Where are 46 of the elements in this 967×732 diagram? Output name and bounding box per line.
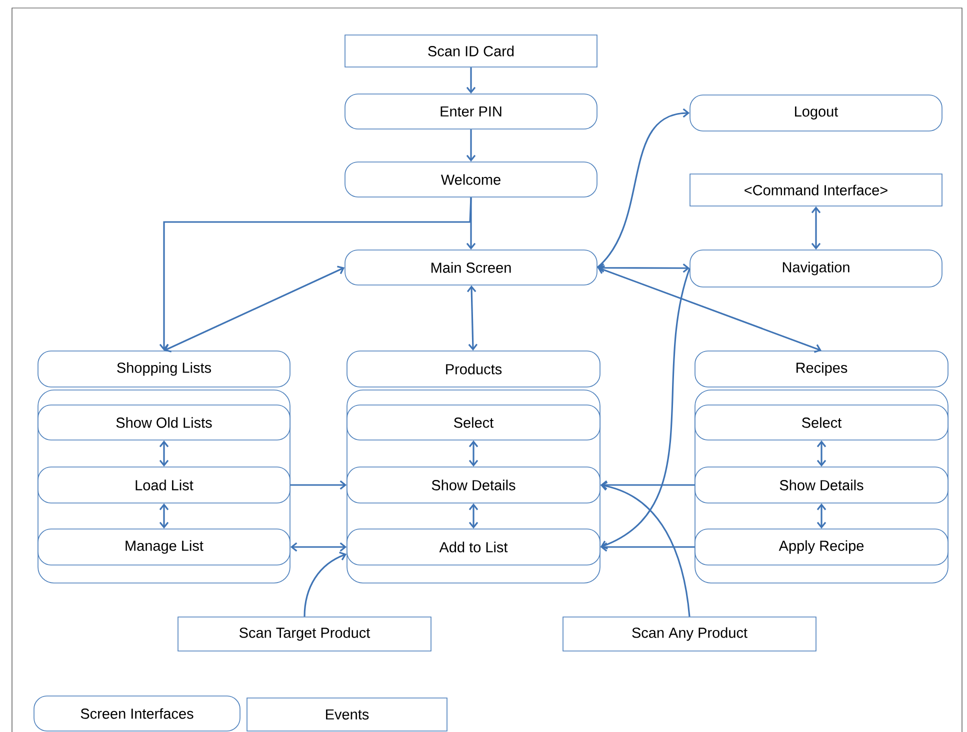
- event-box: <Command Interface>: [690, 174, 942, 206]
- arrow: [597, 265, 822, 353]
- event-box: Scan Any Product: [562, 616, 816, 652]
- screen-box: Welcome: [344, 162, 598, 198]
- arrow: [468, 503, 478, 529]
- arrow: [159, 503, 169, 529]
- screen-box: Navigation: [690, 250, 942, 288]
- arrow: [164, 266, 345, 352]
- screen-box: Select: [694, 404, 948, 440]
- arrow: [600, 268, 690, 550]
- screen-box: Recipes: [694, 350, 948, 388]
- arrow: [816, 503, 826, 529]
- arrow: [468, 440, 478, 467]
- screen-box: Products: [346, 350, 600, 388]
- screen-box: Show Old Lists: [38, 404, 290, 440]
- arrow: [159, 197, 472, 351]
- arrow: [816, 440, 826, 467]
- screen-box: Apply Recipe: [694, 528, 948, 566]
- arrow: [290, 542, 347, 552]
- screen-box: Shopping Lists: [38, 350, 290, 388]
- screen-box: Manage List: [38, 528, 290, 566]
- screen-box: Show Details: [694, 466, 948, 504]
- arrow: [304, 552, 347, 617]
- legend-item: Events: [246, 698, 448, 732]
- arrow: [600, 542, 695, 552]
- arrow: [466, 67, 476, 94]
- screen-box: Select: [346, 404, 600, 440]
- arrow: [597, 263, 690, 273]
- arrow: [290, 480, 347, 490]
- legend-item: Screen Interfaces: [34, 696, 240, 732]
- arrow: [466, 285, 478, 351]
- arrow: [596, 108, 690, 268]
- screen-box: Logout: [690, 94, 942, 132]
- arrow: [811, 206, 821, 250]
- screen-box: Add to List: [346, 528, 600, 566]
- arrow: [466, 197, 476, 250]
- event-box: Scan ID Card: [344, 34, 598, 68]
- screen-box: Load List: [38, 466, 290, 504]
- screen-box: Show Details: [346, 466, 600, 504]
- event-box: Scan Target Product: [178, 616, 432, 652]
- arrow: [600, 481, 690, 617]
- screen-box: Enter PIN: [344, 94, 598, 130]
- arrow: [600, 480, 695, 490]
- arrow: [159, 440, 169, 467]
- arrow: [466, 129, 476, 162]
- screen-box: Main Screen: [344, 250, 598, 286]
